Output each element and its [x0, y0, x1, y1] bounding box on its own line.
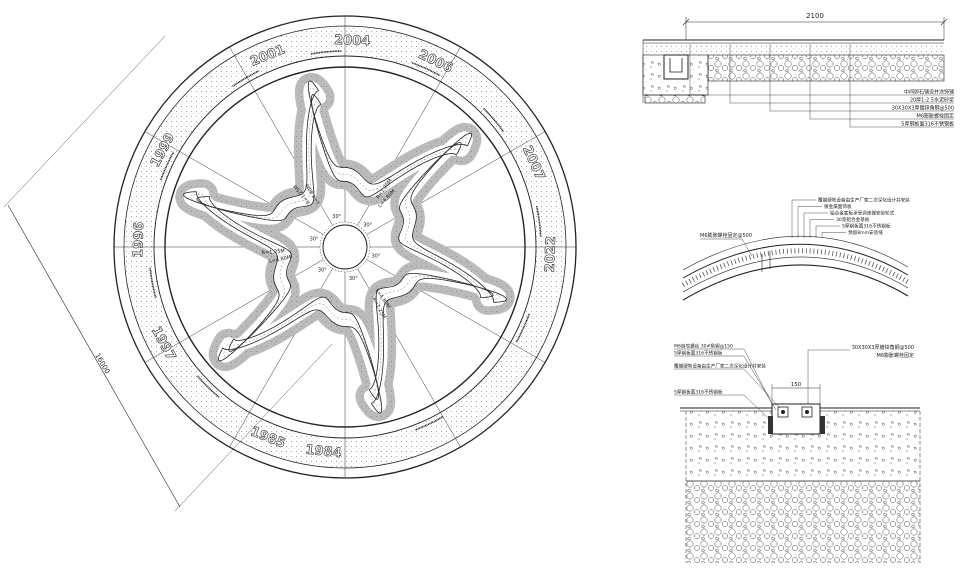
section-note: 30X30X3厚镀锌角钢@500 [852, 344, 914, 351]
ring-year-label: 1984 [305, 443, 343, 462]
hub-angle-label: 30° [332, 214, 341, 220]
section-note: 铝合金底板承受调速器安装轮式 [830, 210, 895, 217]
section-note: 中间卵石铺设并涂饰铺 [904, 89, 954, 96]
winding-paths [175, 72, 515, 422]
ring-annotation-strip [535, 206, 542, 237]
middle-section-notes: 覆膜硬地设备由生产厂家二次深化设计并安装镀金属面饰板铝合金底板承受调速器安装轮式… [791, 197, 910, 238]
bottom-section-notes: M6自攻螺丝 30#角钢@1505厚钢板面316不锈钢板覆膜硬地设备由生产厂家二… [674, 343, 914, 421]
path-dimension-label: L=4.80M [269, 254, 292, 265]
path-dimension-label: R=1.25M [261, 248, 285, 256]
mid-left-note: M6膨胀螺栓固定@500 [700, 232, 752, 239]
section-note: 5厚钢板面316不锈钢板 [842, 223, 891, 230]
hub-angle-label: 30° [363, 222, 372, 228]
gravel-layer-top [707, 54, 945, 82]
section-note: 30X30X3厚镀锌角钢@500 [892, 105, 954, 112]
path-edge-outer [183, 80, 507, 414]
section-note: 5厚钢板面316不锈钢板 [674, 389, 723, 396]
ring-annotation-strip [310, 50, 342, 55]
dimension-label-bottom: 150 [791, 382, 802, 388]
hub-angle-labels: 30° 30° 30° 30° 30° 30° [310, 214, 381, 282]
leader-line [743, 348, 773, 405]
hub-angle-label: 30° [349, 276, 358, 282]
section-note: 30宽铝合金基板 [836, 216, 870, 223]
path-centerline [190, 87, 500, 407]
ring-year-label: 2022 [543, 236, 559, 273]
leader-line [743, 368, 781, 409]
ring-annotation-strip [160, 151, 175, 181]
ring-annotation-strip [414, 416, 444, 431]
section-note: 20厚1:2.5水泥砂浆 [910, 97, 954, 104]
section-note: M6膨胀螺栓固定 [917, 113, 955, 120]
section-note: M6自攻螺丝 30#角钢@150 [674, 343, 733, 350]
center-hub-outline [319, 221, 371, 273]
overall-dimension-label: 16000 [93, 352, 111, 375]
section-note: 5厚钢板面316不锈钢板 [901, 121, 954, 128]
section-note: 预留8mm安装缝 [848, 229, 883, 236]
ring-annotation-strip [149, 267, 157, 298]
section-note: 覆膜硬地设备由生产厂家二次深化设计并安装 [674, 363, 766, 370]
ring-annotation-strip [232, 70, 260, 88]
ring-annotation-strip [196, 375, 220, 398]
section-note: 覆膜硬地设备由生产厂家二次深化设计并安装 [818, 197, 910, 204]
ring-annotation-strip [411, 62, 441, 77]
path-edge-inner [196, 94, 494, 400]
ring-year-label: 1996 [131, 221, 147, 258]
section-detail-bottom: 150 M6自攻螺丝 30#角钢@1505厚钢板面316不锈钢板覆膜硬地设备由生… [674, 343, 921, 563]
drain-channel [663, 54, 689, 80]
top-section-notes: 中间卵石铺设并涂饰铺20厚1:2.5水泥砂浆30X30X3厚镀锌角钢@500M6… [689, 44, 955, 128]
gravel-layer-bottom [686, 481, 920, 563]
leader-line [743, 394, 771, 421]
section-note: 5厚钢板面316不锈钢板 [674, 350, 723, 357]
section-note: M6膨胀螺栓固定 [877, 352, 915, 359]
dimension-label-top: 2100 [806, 12, 824, 20]
hub-angle-label: 30° [318, 268, 327, 274]
ring-annotation-strips [149, 50, 542, 431]
hub-angle-label: 30° [310, 237, 319, 243]
hub-angle-label: 30° [371, 253, 380, 259]
section-detail-top: 2100 中间卵石铺设并涂饰铺20厚1:2.5水泥砂浆30X30X3厚镀锌角钢@… [642, 12, 955, 128]
section-detail-middle: M6膨胀螺栓固定@500 覆膜硬地设备由生产厂家二次深化设计并安装镀金属面饰板铝… [681, 197, 910, 301]
ring-year-label: 2004 [334, 33, 371, 49]
section-note: 镀金属面饰板 [824, 203, 852, 210]
center-hub [322, 224, 368, 270]
leader-line [743, 355, 777, 411]
ring-annotation-strip [515, 313, 530, 343]
ring-annotation-strip [483, 107, 505, 133]
